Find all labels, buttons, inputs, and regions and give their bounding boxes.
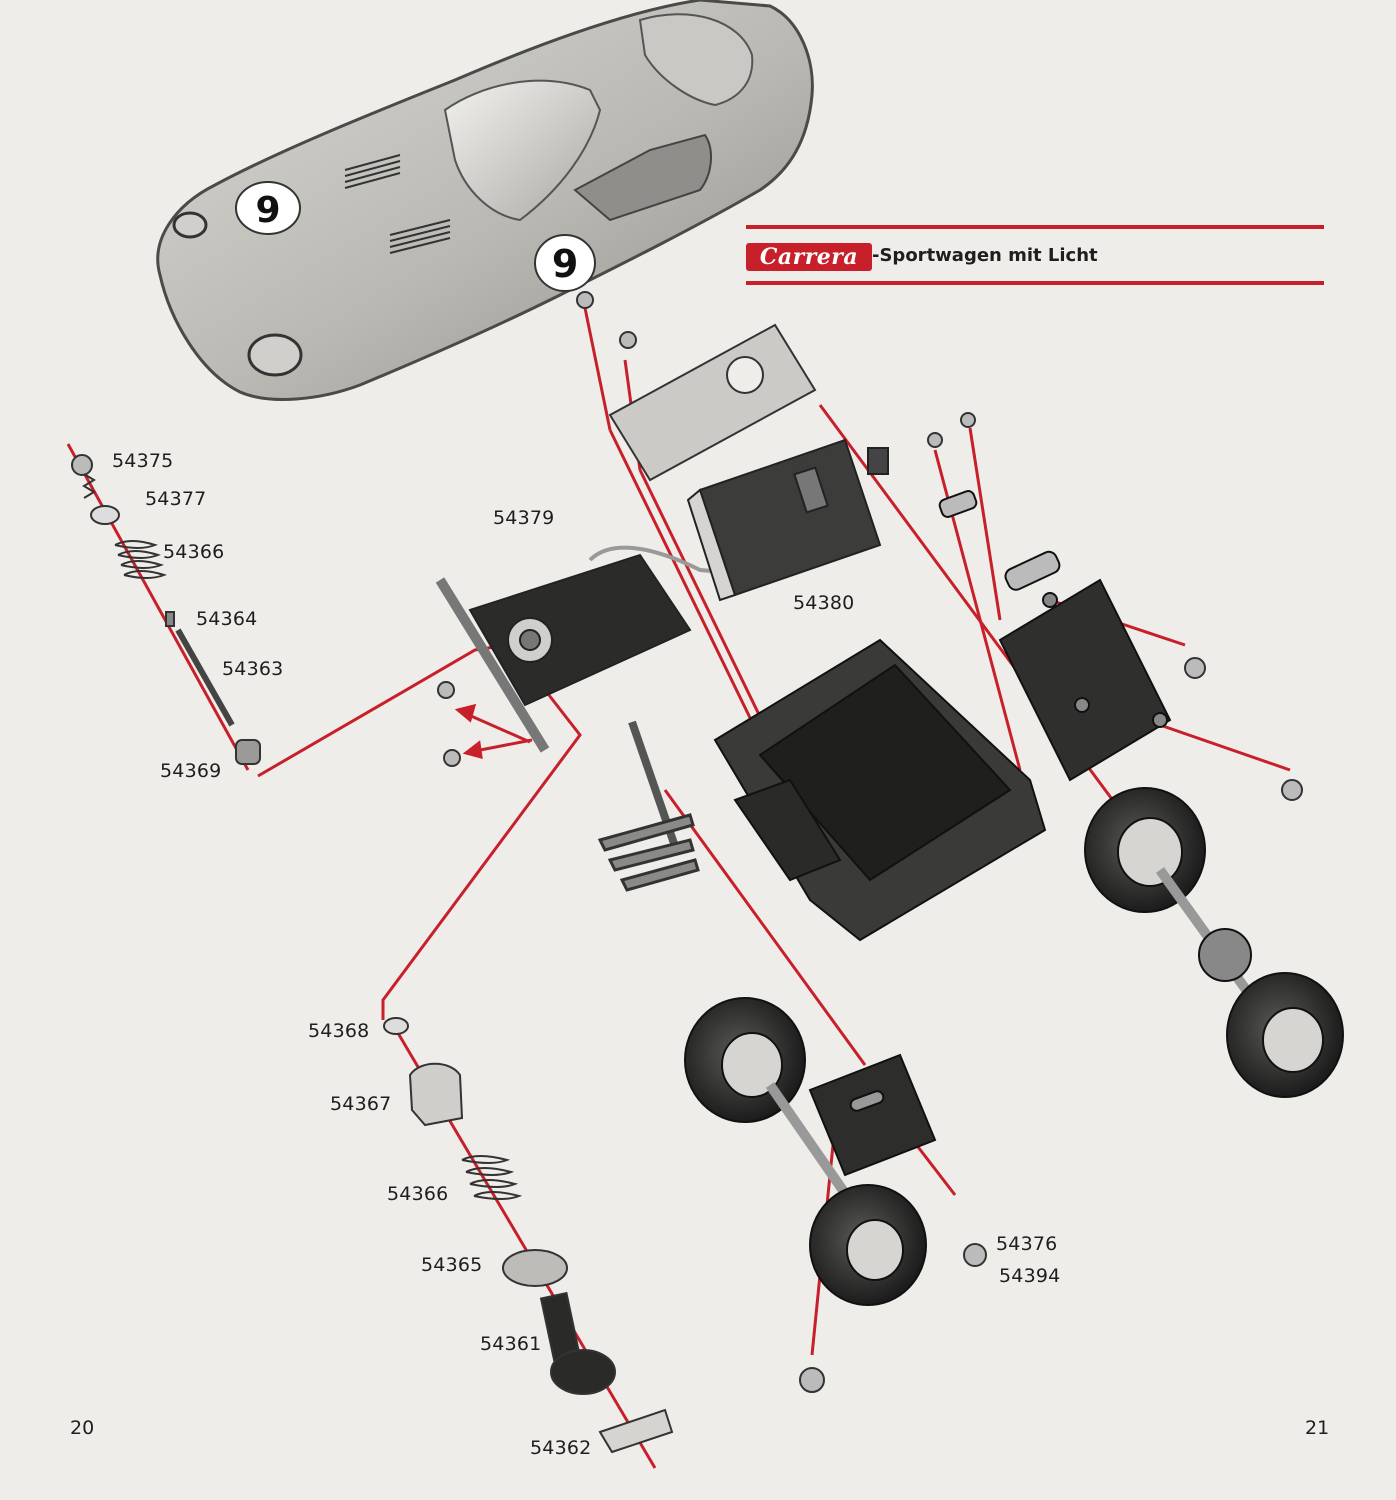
part-54377-washer [90, 505, 120, 525]
part-54363-shaft [175, 628, 235, 727]
part-label: 54377 [145, 488, 207, 510]
contact-brushes [597, 720, 700, 892]
hood-vent-left [344, 154, 401, 189]
motor-bracket [576, 291, 817, 482]
leader-arrows [454, 703, 533, 760]
part-label: 54366 [387, 1183, 449, 1205]
hood-vent-right [389, 219, 451, 254]
part-label: 54368 [308, 1020, 370, 1042]
header-rule-top [746, 225, 1324, 229]
car-headlight-left [247, 333, 303, 377]
car-headlight-right [172, 211, 208, 239]
front-chassis-plate [435, 545, 761, 753]
part-54375-screw [71, 454, 93, 476]
part-54366-spring-lower [461, 1155, 523, 1200]
part-label: 54367 [330, 1093, 392, 1115]
part-label: 54375 [112, 450, 174, 472]
small-screw-a [437, 681, 455, 699]
race-number-roundel-door [534, 234, 596, 292]
guide-parts-lower [383, 1017, 674, 1454]
guide-parts-left [71, 454, 461, 767]
race-number-hood: 6 [255, 187, 280, 228]
car-rear-window [638, 13, 754, 107]
part-label: 54369 [160, 760, 222, 782]
front-axle-assembly [684, 997, 937, 1306]
motor-54380 [686, 438, 889, 602]
page-title: -Sportwagen mit Licht [872, 245, 1098, 266]
part-label: 54363 [222, 658, 284, 680]
car-side-window [573, 133, 712, 222]
part-54368-ring [383, 1017, 409, 1035]
part-label: 54379 [493, 507, 555, 529]
part-label: 54376 [996, 1233, 1058, 1255]
header-rule-bottom [746, 281, 1324, 285]
main-chassis-tray [713, 490, 1172, 942]
car-windshield [443, 79, 602, 222]
part-54362-clip [598, 1408, 674, 1454]
race-number-roundel-hood [235, 181, 301, 235]
brand-logo-text: Carrera [759, 244, 859, 270]
part-54365-shoe [502, 1249, 568, 1287]
page-number-left: 20 [70, 1417, 95, 1439]
part-54367-sleeve [408, 1062, 464, 1127]
part-label: 54394 [999, 1265, 1061, 1287]
race-number-door: 6 [552, 240, 578, 284]
chassis-screws [799, 412, 1303, 1393]
rear-axle-assembly [1084, 787, 1344, 1098]
small-screw-b [443, 749, 461, 767]
part-label: 54362 [530, 1437, 592, 1459]
part-54364-pin [165, 611, 175, 627]
part-label: 54380 [793, 592, 855, 614]
header-title-bar: Carrera -Sportwagen mit Licht [746, 225, 1324, 287]
part-54369-bushing [235, 739, 261, 765]
part-label: 54365 [421, 1254, 483, 1276]
part-54366-spring-upper [114, 540, 167, 579]
part-label: 54361 [480, 1333, 542, 1355]
part-label: 54364 [196, 608, 258, 630]
brand-logo: Carrera [746, 243, 872, 271]
page-number-right: 21 [1305, 1417, 1330, 1439]
part-label: 54366 [163, 541, 225, 563]
car-body-illustration: 6 6 [156, 0, 814, 401]
